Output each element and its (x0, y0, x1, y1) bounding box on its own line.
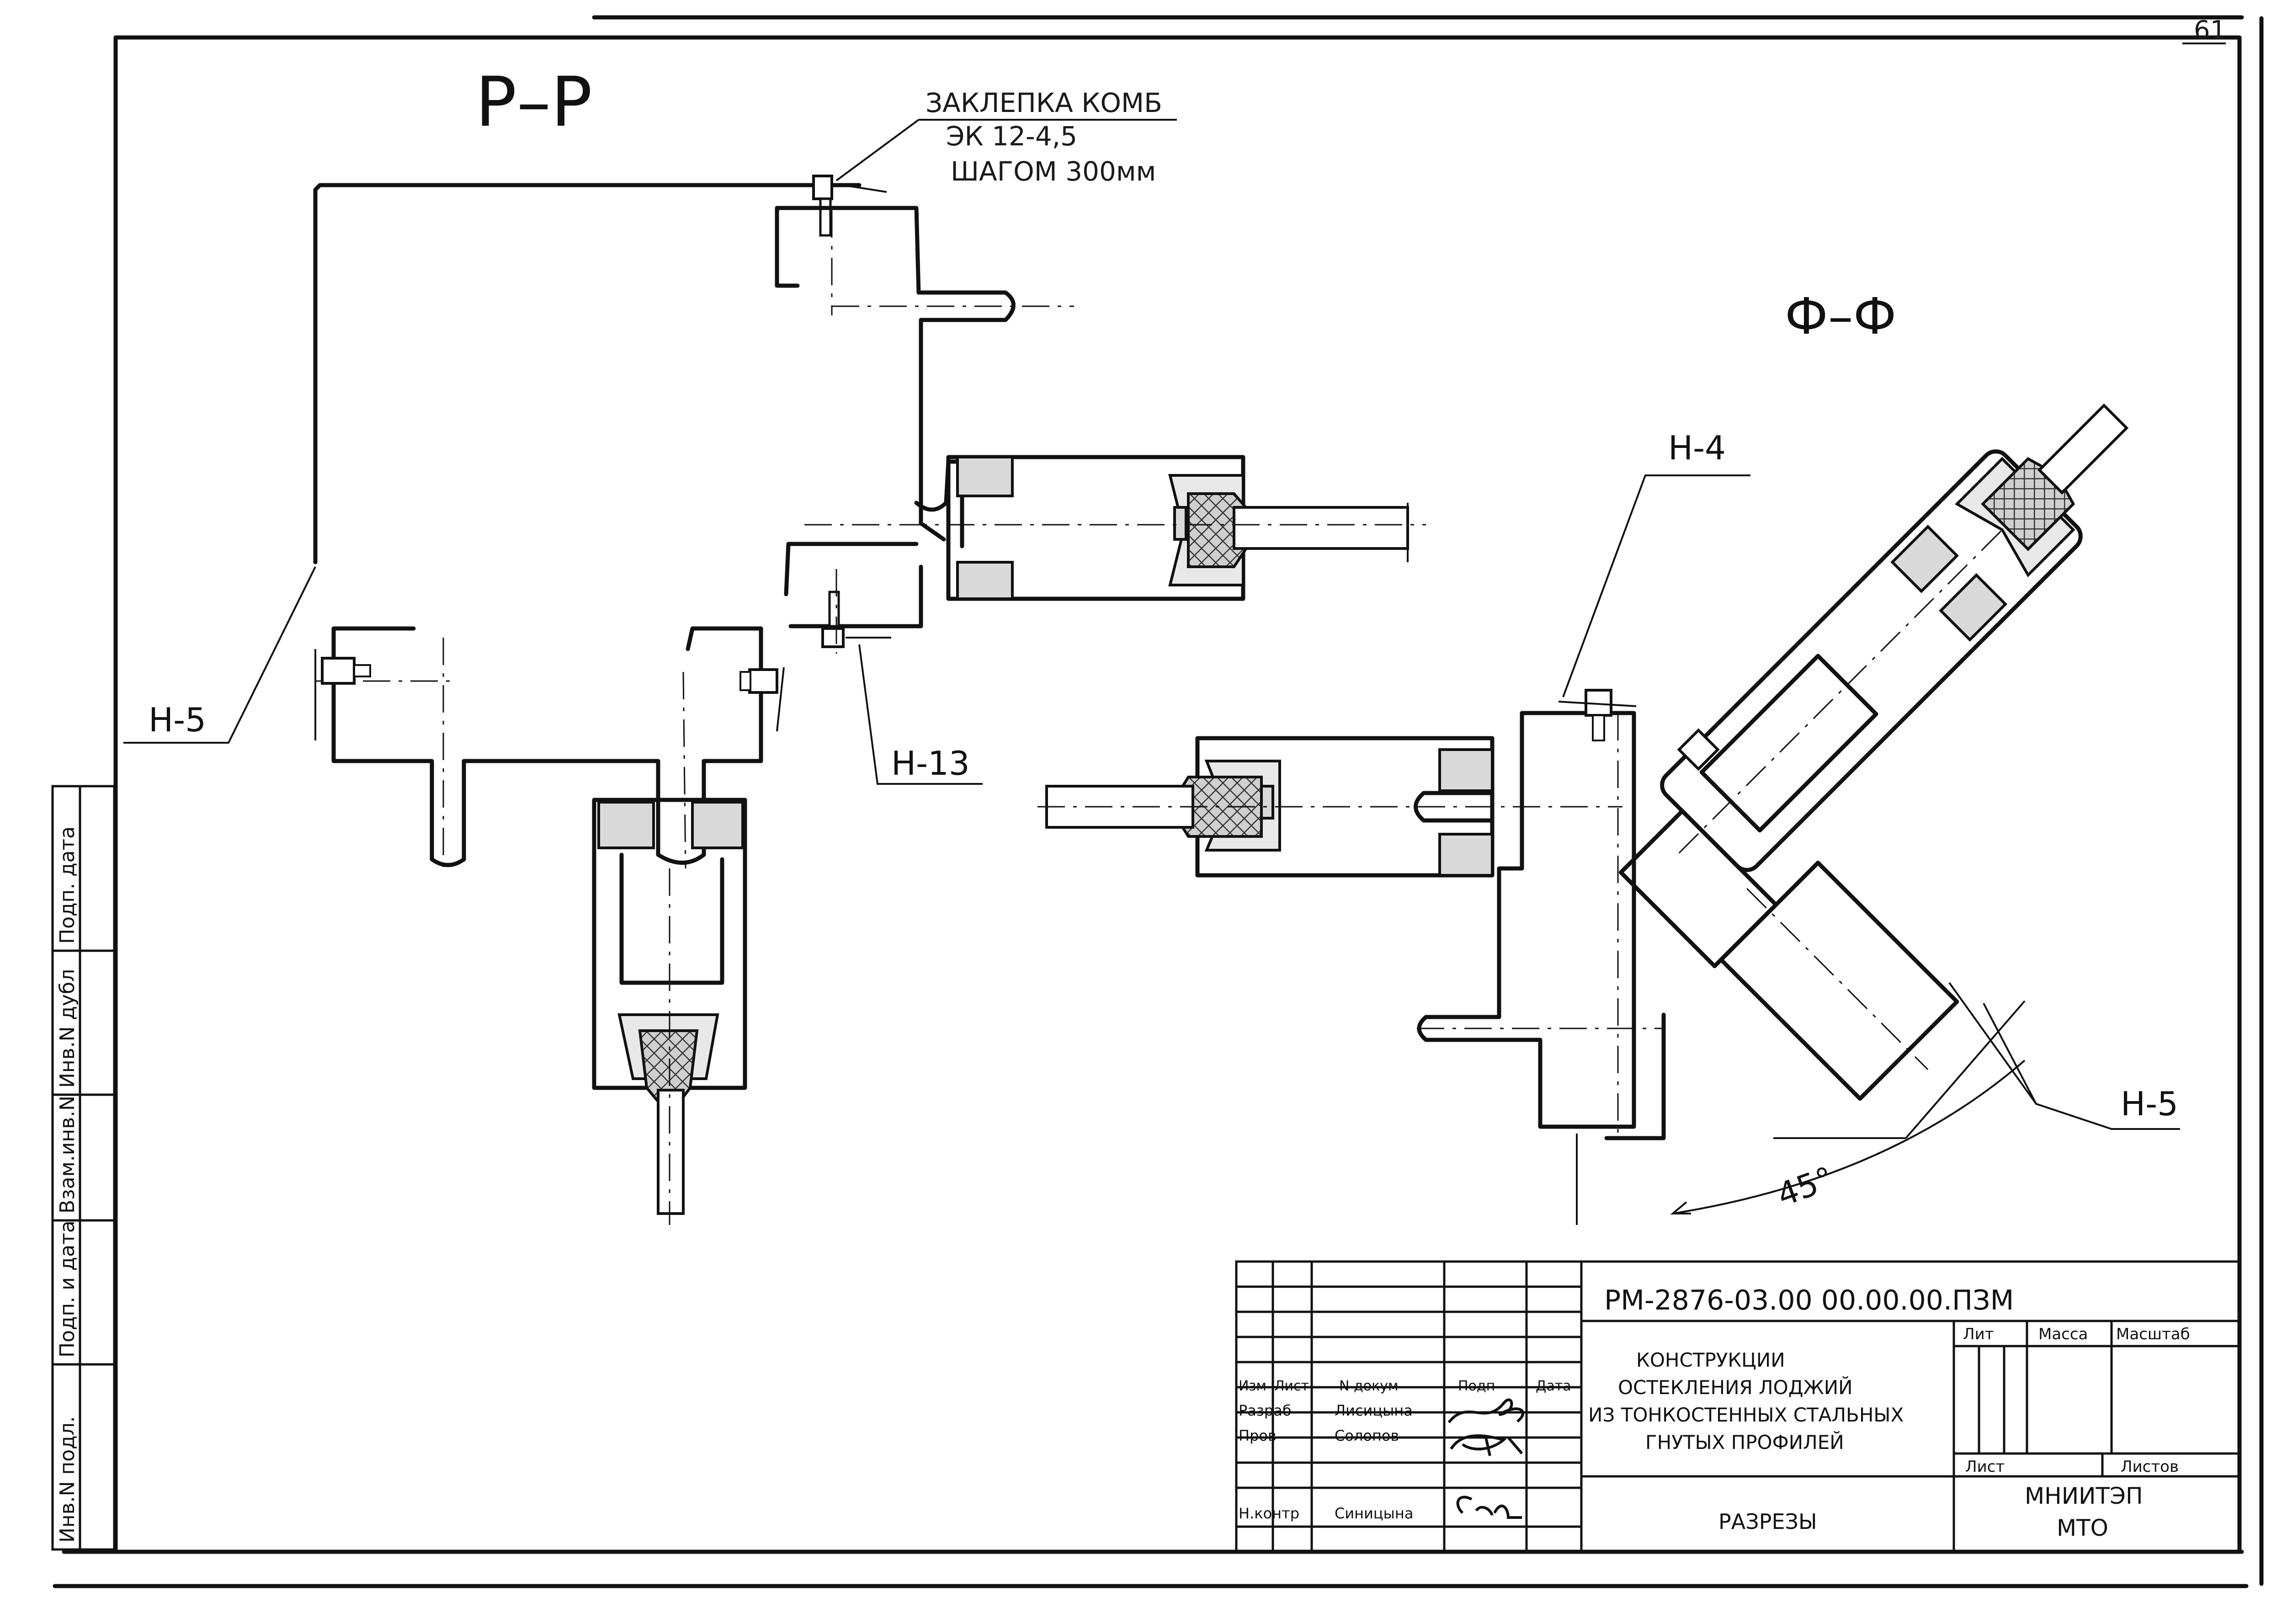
rivet-callout-line1: ЗАКЛЕПКА КОМБ (926, 87, 1162, 118)
glazing-bar-horizontal-right (1037, 736, 1622, 878)
section-title-f-f: Ф–Ф (1785, 287, 1896, 346)
title-line-3: ИЗ ТОНКОСТЕННЫХ СТАЛЬНЫХ (1588, 1404, 1904, 1426)
title-block: РМ-2876-03.00 00.00.00.ПЗМ Изм Лист N до… (1235, 1260, 2241, 1553)
signature-developer (1447, 1398, 1525, 1423)
sheet-number: 61 (2194, 16, 2226, 45)
glazing-bar-vertical (592, 798, 747, 1225)
rivet-left-h5 (314, 649, 371, 740)
col-scale: Масштаб (2116, 1325, 2190, 1343)
role-checker: Пров (1239, 1427, 1277, 1444)
side-stamp-cell-replace-inv: Взам.инв.N (56, 1096, 79, 1214)
rivet-callout: ЗАКЛЕПКА КОМБ ЭК 12-4,5 ШАГОМ 300мм (835, 87, 1177, 187)
signature-checker (1450, 1434, 1523, 1456)
signature-norm-control (1456, 1496, 1522, 1519)
section-f-f: Ф–Ф Н-4 (1037, 287, 2180, 1225)
header-izm: Изм (1239, 1378, 1266, 1394)
name-developer: Лисицына (1335, 1402, 1413, 1419)
corner-post (1417, 711, 1636, 1129)
title-line-2: ОСТЕКЛЕНИЯ ЛОДЖИЙ (1618, 1376, 1853, 1399)
side-stamp: Подп. дата Инв.N дубл Взам.инв.N Подп. и… (51, 785, 116, 1551)
rivet-callout-line3: ШАГОМ 300мм (951, 156, 1156, 187)
header-data: Дата (1536, 1378, 1571, 1394)
col-lit: Лит (1963, 1325, 1994, 1343)
label-n4: Н-4 (1668, 429, 1726, 467)
label-n5-right: Н-5 (2121, 1085, 2178, 1123)
name-norm-control: Синицына (1335, 1505, 1413, 1522)
sheet-label: Лист (1965, 1458, 2005, 1476)
title-line-1: КОНСТРУКЦИИ (1636, 1349, 1785, 1371)
rivet-n4 (1558, 689, 1637, 741)
section-r-r: Р–Р ЗАКЛЕПКА КОМБ ЭК 12-4,5 ШАГОМ 300мм (123, 63, 1426, 1225)
label-n13: Н-13 (891, 744, 970, 783)
side-stamp-cell-orig-inv: Инв.N подл. (56, 1416, 79, 1543)
col-mass: Масса (2038, 1325, 2088, 1343)
side-stamp-cell-sign-and-date: Подп. и дата (56, 1220, 79, 1358)
header-list: Лист (1274, 1378, 1309, 1394)
header-podp: Подп (1458, 1378, 1495, 1394)
lower-right-c-profile (784, 542, 923, 628)
side-stamp-cell-sign-date: Подп. дата (56, 826, 79, 944)
title-line-4: ГНУТЫХ ПРОФИЛЕЙ (1645, 1431, 1844, 1454)
drawing-designation: РМ-2876-03.00 00.00.00.ПЗМ (1604, 1284, 2014, 1316)
label-angle: 45° (1772, 1159, 1839, 1214)
rotated-assembly (1618, 403, 2129, 1101)
sheet-name: РАЗРЕЗЫ (1718, 1509, 1817, 1534)
rivet-mid (739, 667, 785, 732)
header-ndokum: N докум (1339, 1378, 1399, 1394)
side-stamp-cell-dup-inv: Инв.N дубл (56, 969, 79, 1088)
role-developer: Разраб (1239, 1402, 1292, 1419)
upper-c-profile (775, 206, 1016, 542)
sheets-label: Листов (2121, 1458, 2179, 1476)
role-norm-control: Н.контр (1239, 1505, 1299, 1522)
angle-arc (1672, 1060, 2026, 1214)
drawing-frame (53, 15, 2264, 1588)
outer-frame-profile (313, 183, 862, 564)
rivet-callout-line2: ЭК 12-4,5 (946, 121, 1077, 152)
glazing-bar-left (804, 455, 1426, 601)
org-line-2: МТО (2057, 1515, 2108, 1541)
org-line-1: МНИИТЭП (2025, 1483, 2143, 1509)
name-checker: Солопов (1335, 1427, 1399, 1444)
label-n5-left: Н-5 (149, 701, 206, 739)
lower-t-profile (331, 626, 763, 867)
section-title-r-r: Р–Р (475, 63, 592, 142)
rivet-h13 (821, 569, 891, 654)
